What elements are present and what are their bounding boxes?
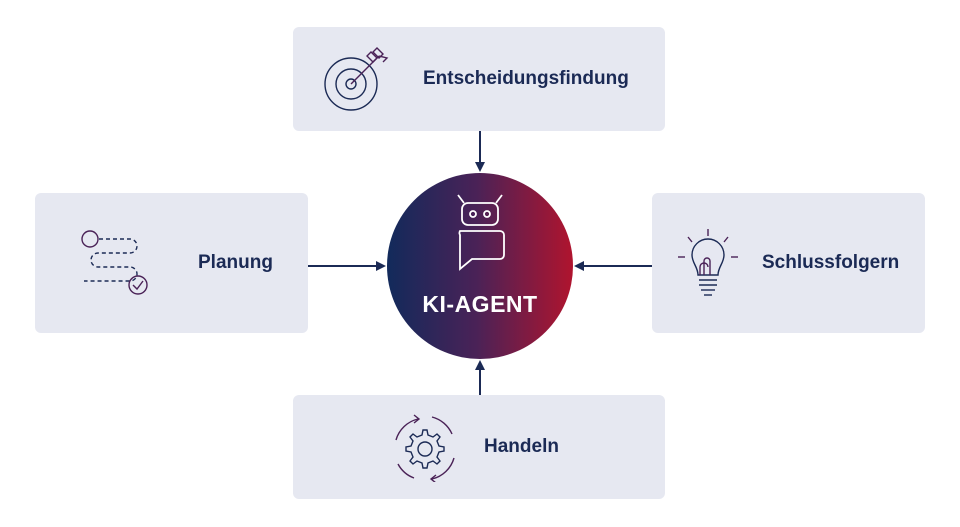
node-label-decision-making: Entscheidungsfindung bbox=[423, 68, 629, 89]
node-label-acting: Handeln bbox=[484, 436, 559, 457]
node-acting: Handeln bbox=[293, 395, 665, 499]
node-reasoning: Schlussfolgern bbox=[652, 193, 925, 333]
target-arrow-icon bbox=[324, 47, 389, 111]
node-label-planning: Planung bbox=[198, 252, 273, 273]
node-planning: Planung bbox=[35, 193, 308, 333]
ki-agent-hub: KI-AGENT bbox=[387, 173, 573, 359]
node-decision-making: Entscheidungsfindung bbox=[293, 27, 665, 131]
robot-chat-icon bbox=[457, 194, 505, 271]
path-checkpoint-icon bbox=[81, 230, 148, 295]
node-label-reasoning: Schlussfolgern bbox=[762, 252, 900, 273]
center-label: KI-AGENT bbox=[422, 291, 538, 317]
lightbulb-icon bbox=[678, 229, 738, 296]
gear-cycle-icon bbox=[395, 414, 455, 482]
